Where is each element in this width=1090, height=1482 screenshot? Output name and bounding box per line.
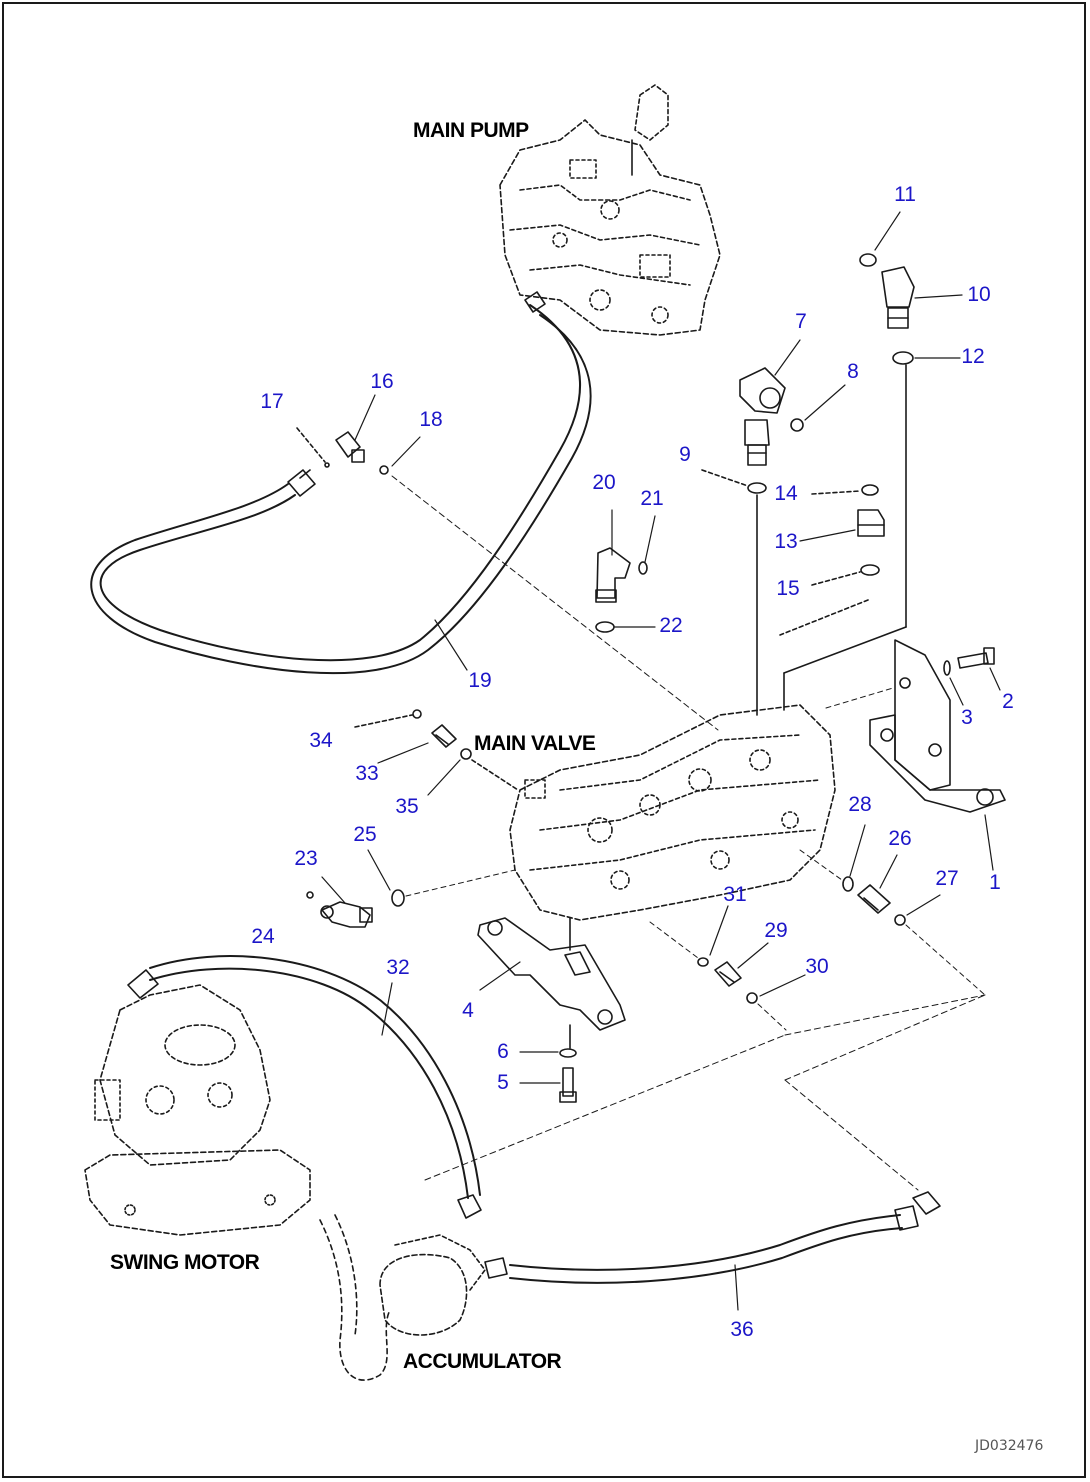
callout-part-31: 31 xyxy=(723,883,747,906)
swing-motor-drawing xyxy=(84,984,311,1236)
callout-part-2: 2 xyxy=(1002,690,1014,713)
callout-part-7: 7 xyxy=(795,310,807,333)
callout-leader-lines xyxy=(321,211,1001,1311)
callout-part-23: 23 xyxy=(294,847,318,870)
callout-part-16: 16 xyxy=(370,370,394,393)
callout-part-35: 35 xyxy=(395,795,419,818)
fitting-33-drawing xyxy=(354,709,519,791)
callout-part-12: 12 xyxy=(961,345,985,368)
callout-part-30: 30 xyxy=(805,955,829,978)
callout-part-26: 26 xyxy=(888,827,912,850)
bracket-1-drawing xyxy=(869,639,1006,813)
callout-part-34: 34 xyxy=(309,729,333,752)
fitting-23-drawing xyxy=(306,869,516,928)
main-valve-label: MAIN VALVE xyxy=(474,732,596,755)
main-pump-label: MAIN PUMP xyxy=(413,119,529,142)
callout-part-32: 32 xyxy=(386,956,410,979)
callout-part-8: 8 xyxy=(847,360,859,383)
callout-part-5: 5 xyxy=(497,1071,509,1094)
callout-part-6: 6 xyxy=(497,1040,509,1063)
accumulator-label: ACCUMULATOR xyxy=(403,1350,562,1373)
callout-part-17: 17 xyxy=(260,390,284,413)
fitting-13-drawing xyxy=(779,484,885,636)
callout-part-36: 36 xyxy=(730,1318,754,1341)
callout-part-10: 10 xyxy=(967,283,991,306)
callout-part-25: 25 xyxy=(353,823,377,846)
swing-motor-label: SWING MOTOR xyxy=(110,1251,260,1274)
callout-part-14: 14 xyxy=(774,482,798,505)
callout-part-22: 22 xyxy=(659,614,683,637)
callout-part-21: 21 xyxy=(640,487,664,510)
callout-part-33: 33 xyxy=(355,762,379,785)
callout-part-19: 19 xyxy=(468,669,492,692)
fitting-10-drawing xyxy=(783,253,915,711)
fitting-20-drawing xyxy=(595,547,648,633)
hose-32-drawing xyxy=(127,955,986,1219)
main-valve-drawing xyxy=(509,687,894,921)
callout-part-4: 4 xyxy=(462,999,474,1022)
drawing-code: JD032476 xyxy=(975,1438,1044,1454)
fitting-29-drawing xyxy=(649,921,787,1031)
callout-part-9: 9 xyxy=(679,443,691,466)
callout-part-18: 18 xyxy=(419,408,443,431)
bracket-4-drawing xyxy=(477,917,626,1103)
callout-part-1: 1 xyxy=(989,871,1001,894)
callout-part-28: 28 xyxy=(848,793,872,816)
callout-part-13: 13 xyxy=(774,530,798,553)
fitting-7-drawing xyxy=(701,367,804,716)
hose-19-drawing xyxy=(90,291,592,675)
callout-part-29: 29 xyxy=(764,919,788,942)
callout-part-11: 11 xyxy=(894,183,916,206)
callout-part-27: 27 xyxy=(935,867,959,890)
callout-part-24: 24 xyxy=(251,925,275,948)
callout-part-20: 20 xyxy=(592,471,616,494)
fitting-26-drawing xyxy=(799,849,986,996)
callout-part-3: 3 xyxy=(961,706,973,729)
fitting-16-drawing xyxy=(296,427,719,731)
accumulator-drawing xyxy=(319,1214,508,1381)
callout-part-15: 15 xyxy=(776,577,800,600)
main-pump-drawing xyxy=(499,84,721,336)
hose-36-drawing xyxy=(509,994,986,1284)
